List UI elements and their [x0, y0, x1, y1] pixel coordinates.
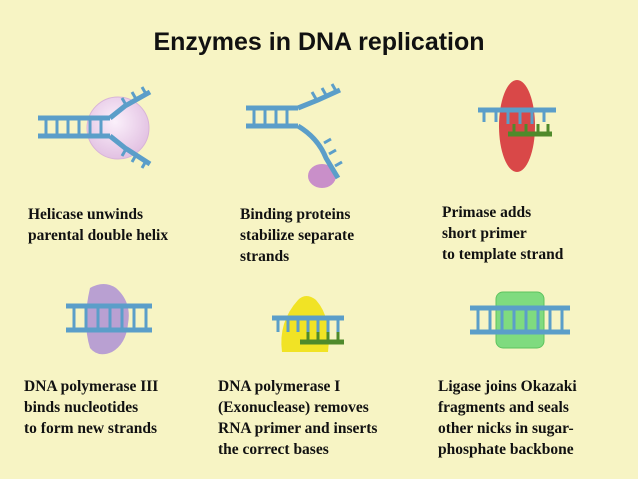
dna-polymerase-i-caption: DNA polymerase I (Exonuclease) removes R… [218, 376, 377, 460]
ligase-icon [470, 291, 570, 349]
dna-polymerase-iii-icon [66, 284, 152, 355]
helicase-caption: Helicase unwinds parental double helix [28, 204, 168, 246]
caption-line: RNA primer and inserts [218, 420, 378, 437]
ligase-caption: Ligase joins Okazaki fragments and seals… [438, 376, 577, 460]
caption-line: parental double helix [28, 227, 169, 244]
primase-caption: Primase adds short primer to template st… [442, 202, 563, 265]
caption-line: the correct bases [218, 441, 329, 458]
caption-line: Ligase joins Okazaki [438, 378, 577, 395]
binding-proteins-caption: Binding proteins stabilize separate stra… [240, 204, 354, 267]
caption-line: other nicks in sugar- [438, 420, 574, 437]
caption-line: DNA polymerase I [218, 378, 341, 395]
caption-line: fragments and seals [438, 399, 569, 416]
caption-line: Primase adds [442, 204, 532, 221]
caption-line: short primer [442, 225, 527, 242]
caption-line: to template strand [442, 246, 564, 263]
dna-polymerase-i-icon [272, 296, 344, 352]
caption-line: Helicase unwinds [28, 206, 143, 223]
caption-line: Binding proteins [240, 206, 351, 223]
caption-line: binds nucleotides [24, 399, 139, 416]
caption-line: DNA polymerase III [24, 378, 159, 395]
caption-line: stabilize separate [240, 227, 355, 244]
diagram-title: Enzymes in DNA replication [153, 28, 485, 56]
caption-line: strands [240, 248, 290, 265]
caption-line: (Exonuclease) removes [218, 399, 369, 416]
binding-proteins-icon [246, 83, 343, 188]
caption-line: phosphate backbone [438, 441, 574, 458]
helicase-icon [38, 86, 152, 169]
caption-line: to form new strands [24, 420, 158, 437]
dna-polymerase-iii-caption: DNA polymerase III binds nucleotides to … [24, 376, 158, 439]
primase-icon [478, 80, 556, 172]
